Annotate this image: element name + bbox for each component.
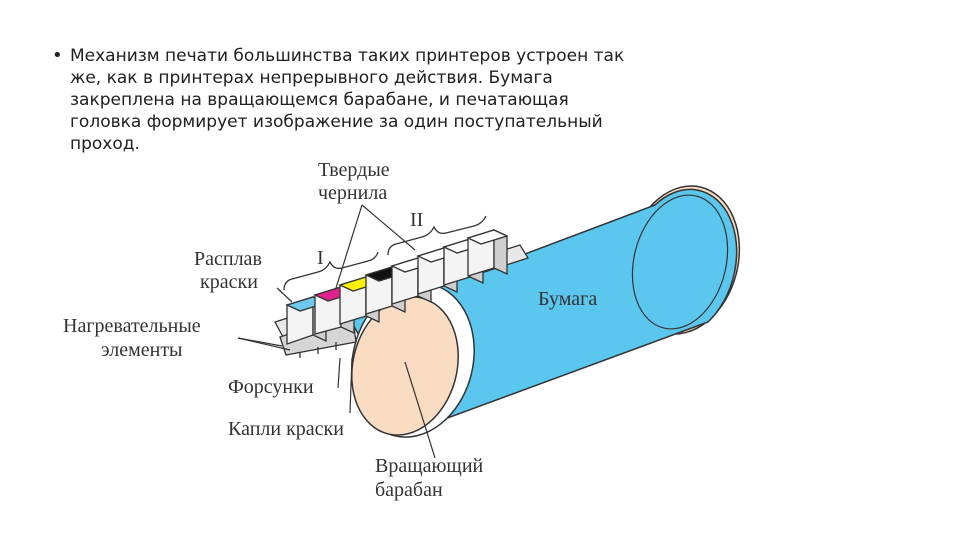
leader-lines xyxy=(237,204,436,459)
ink-stick-white xyxy=(466,228,509,277)
label-rotating-drum: барабан xyxy=(375,479,443,501)
label-group-1: I xyxy=(317,247,324,269)
label-heating-elements: элементы xyxy=(101,339,183,361)
bullet-line: закреплена на вращающемся барабане, и пе… xyxy=(70,90,569,110)
label-ink-melt: краски xyxy=(200,271,258,293)
label-heating-elements: Нагревательные xyxy=(63,315,201,337)
bullet-line: проход. xyxy=(70,134,140,154)
bullet-text: Механизм печати большинства таких принте… xyxy=(70,45,710,155)
brace-group-2 xyxy=(387,215,487,256)
bullet-dot: • xyxy=(52,45,63,66)
label-ink-drops: Капли краски xyxy=(228,418,344,440)
bullet-line: головка формирует изображение за один по… xyxy=(70,112,603,132)
print-head xyxy=(274,228,529,358)
brace-group-1 xyxy=(283,251,379,291)
drum-back-rim xyxy=(631,194,729,330)
bullet-line: же, как в принтерах непрерывного действи… xyxy=(70,68,553,88)
drum xyxy=(348,185,741,438)
label-solid-ink: Твердые xyxy=(318,159,390,181)
label-rotating-drum: Вращающий xyxy=(375,455,484,477)
label-solid-ink: чернила xyxy=(318,182,387,204)
label-paper: Бумага xyxy=(538,288,597,310)
bullet-line: Механизм печати большинства таких принте… xyxy=(70,46,625,66)
label-nozzles: Форсунки xyxy=(228,376,314,398)
label-ink-melt: Расплав xyxy=(194,248,262,270)
label-group-2: II xyxy=(410,209,423,231)
